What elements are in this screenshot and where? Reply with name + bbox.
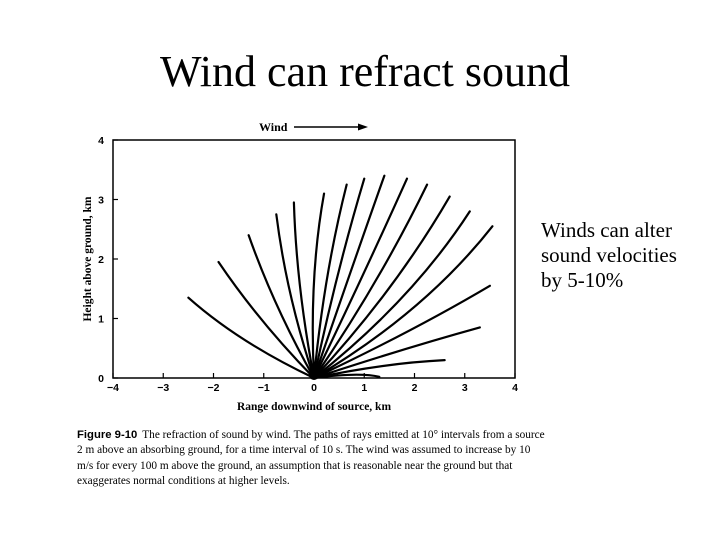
- side-note-line-2: sound velocities: [541, 243, 677, 267]
- wind-label: Wind: [259, 120, 288, 134]
- wind-indicator: Wind: [259, 120, 368, 134]
- ray-path-3: [247, 234, 316, 380]
- caption-text: The refraction of sound by wind. The pat…: [77, 429, 545, 487]
- y-tick-label: 0: [98, 373, 104, 385]
- ray-path-4: [275, 213, 316, 380]
- ray-path-15: [312, 284, 491, 380]
- ray-path-18: [312, 373, 381, 380]
- x-tick-label: −3: [157, 382, 169, 394]
- y-tick-label: 4: [98, 135, 104, 147]
- ray-path-13: [312, 210, 471, 380]
- ray-path-12: [312, 195, 451, 380]
- x-tick-label: 3: [462, 382, 468, 394]
- ray-path-10: [312, 177, 409, 380]
- ray-path-5: [292, 201, 316, 380]
- slide-title: Wind can refract sound: [160, 47, 570, 96]
- x-tick-label: −1: [258, 382, 270, 394]
- ray-path-1: [187, 296, 316, 380]
- ray-path-8: [312, 177, 366, 380]
- x-tick-label: −2: [208, 382, 220, 394]
- x-tick-label: −4: [107, 382, 119, 394]
- ray-path-17: [312, 359, 446, 380]
- side-note: Winds can alter sound velocities by 5-10…: [541, 218, 716, 293]
- y-tick-label: 2: [98, 254, 104, 266]
- ray-path-2: [217, 260, 316, 380]
- ray-path-7: [312, 183, 348, 380]
- sound-source: [309, 370, 319, 380]
- side-note-line-3: by 5-10%: [541, 268, 624, 292]
- ray-path-9: [312, 174, 386, 380]
- y-tick-label: 1: [98, 314, 104, 326]
- axis-ticks: −4 −3 −2 −1 0 1 2 3 4 0 1 2 3 4: [98, 135, 518, 394]
- y-axis-label: Height above ground, km: [82, 196, 94, 321]
- ray-path-16: [312, 326, 481, 380]
- ray-path-14: [312, 225, 494, 380]
- x-tick-label: 0: [311, 382, 317, 394]
- ray-path-11: [312, 183, 429, 380]
- ray-paths: [187, 174, 494, 380]
- wind-arrowhead: [358, 123, 368, 131]
- ray-path-6: [311, 192, 326, 380]
- x-tick-label: 1: [361, 382, 367, 394]
- plot-frame: [112, 139, 516, 379]
- side-note-line-1: Winds can alter: [541, 218, 672, 242]
- caption-lead: Figure 9-10: [77, 429, 138, 441]
- x-axis-label: Range downwind of source, km: [237, 401, 392, 413]
- y-tick-label: 3: [98, 195, 104, 207]
- x-tick-label: 2: [412, 382, 418, 394]
- x-tick-label: 4: [512, 382, 518, 394]
